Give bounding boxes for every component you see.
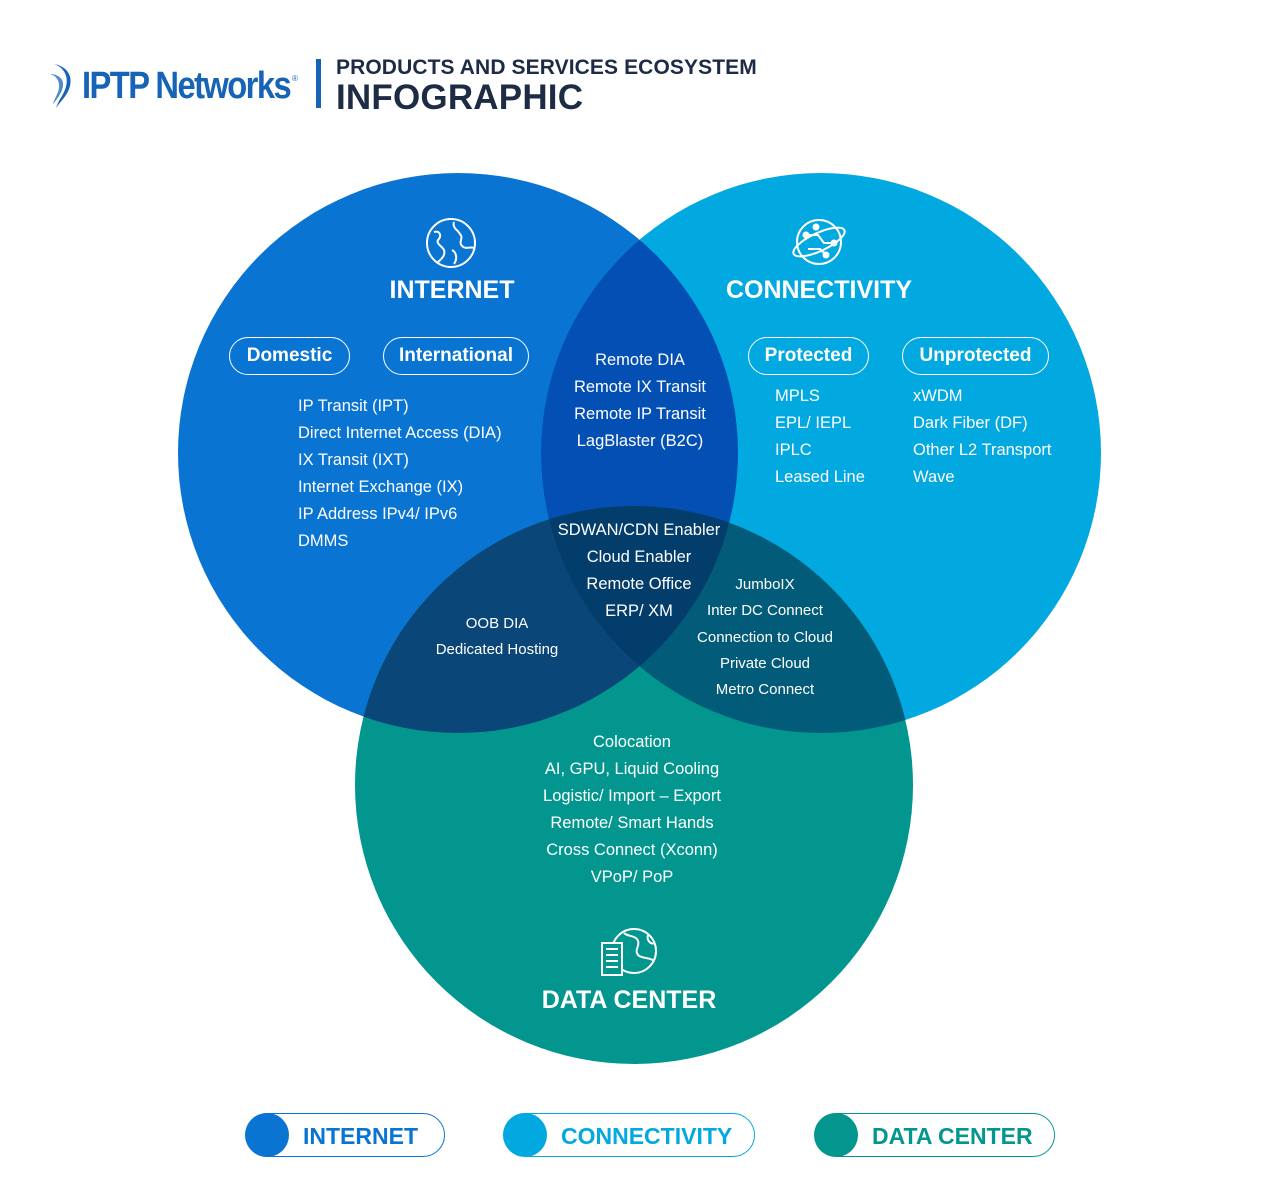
pill-international: International [383,337,529,375]
internet-connectivity-list: Remote DIA Remote IX Transit Remote IP T… [540,347,740,455]
header-divider [316,59,321,108]
legend-swatch [245,1112,289,1157]
globe-icon [426,218,476,268]
list-item: Remote IX Transit [573,378,707,396]
list-item: Other L2 Transport [913,441,1052,459]
connectivity-datacenter-overlap [541,506,913,733]
list-item: xWDM [913,387,963,405]
header-title: INFOGRAPHIC [336,78,584,117]
header-subtitle: PRODUCTS AND SERVICES ECOSYSTEM [336,56,757,79]
legend-swatch [814,1112,858,1157]
list-item: JumboIX [735,576,795,593]
legend-connectivity: CONNECTIVITY [503,1112,755,1157]
unprotected-services-list: xWDM Dark Fiber (DF) Other L2 Transport … [913,383,1052,491]
list-item: Remote/ Smart Hands [550,814,714,832]
list-item: SDWAN/CDN Enabler [557,521,721,539]
connectivity-title: CONNECTIVITY [725,276,913,304]
iptp-logo: IPTP Networks [48,62,324,110]
list-item: Remote IP Transit [574,405,706,423]
list-item: IPLC [775,441,812,459]
legend-label: DATA CENTER [872,1123,1033,1149]
list-item: Direct Internet Access (DIA) [298,424,502,442]
datacenter-services-list: Colocation AI, GPU, Liquid Cooling Logis… [507,729,757,891]
list-item: Remote Office [586,575,692,593]
protected-services-list: MPLS EPL/ IEPL IPLC Leased Line [775,383,865,491]
list-item: ERP/ XM [605,602,673,620]
list-item: OOB DIA [465,615,529,632]
internet-services-list: IP Transit (IPT) Direct Internet Access … [298,393,502,555]
list-item: Internet Exchange (IX) [298,478,464,496]
list-item: Connection to Cloud [697,628,833,646]
list-item: EPL/ IEPL [775,414,852,432]
list-item: IP Transit (IPT) [298,397,409,415]
list-item: IP Address IPv4/ IPv6 [298,505,458,523]
legend-label: INTERNET [303,1123,418,1149]
list-item: Logistic/ Import – Export [543,787,721,805]
list-item: Dark Fiber (DF) [913,414,1028,432]
list-item: Remote DIA [595,351,685,369]
pill-protected: Protected [748,337,869,375]
list-item: MPLS [775,387,820,405]
list-item: Private Cloud [719,654,811,672]
registered-mark: ® [292,74,298,83]
list-item: Leased Line [775,468,865,486]
list-item: IX Transit (IXT) [298,451,409,469]
logo-text: IPTP Networks [82,64,292,107]
pill-unprotected: Unprotected [902,337,1049,375]
pill-domestic: Domestic [229,337,350,375]
internet-title: INTERNET [389,276,515,304]
list-item: LagBlaster (B2C) [576,432,704,450]
legend-datacenter: DATA CENTER [814,1112,1055,1157]
list-item: Wave [913,468,955,486]
legend-internet: INTERNET [245,1112,445,1157]
legend-swatch [503,1112,547,1157]
list-item: Dedicated Hosting [435,641,559,659]
list-item: Inter DC Connect [707,602,823,620]
internet-datacenter-list: OOB DIA Dedicated Hosting [407,611,587,664]
list-item: VPoP/ PoP [590,868,674,886]
all-three-list: SDWAN/CDN Enabler Cloud Enabler Remote O… [539,517,739,625]
network-globe-icon [792,219,846,265]
internet-datacenter-overlap [355,506,738,733]
datacenter-title: DATA CENTER [541,986,717,1014]
list-item: DMMS [298,532,349,550]
list-item: AI, GPU, Liquid Cooling [544,760,720,778]
connectivity-datacenter-list: JumboIX Inter DC Connect Connection to C… [675,572,855,703]
list-item: Cloud Enabler [586,548,692,566]
datacenter-globe-icon [601,928,657,976]
list-item: Cross Connect (Xconn) [546,841,718,859]
list-item: Colocation [593,733,671,751]
list-item: Metro Connect [715,681,815,699]
legend-label: CONNECTIVITY [561,1123,733,1149]
iptp-logo-mark-icon [50,64,71,108]
